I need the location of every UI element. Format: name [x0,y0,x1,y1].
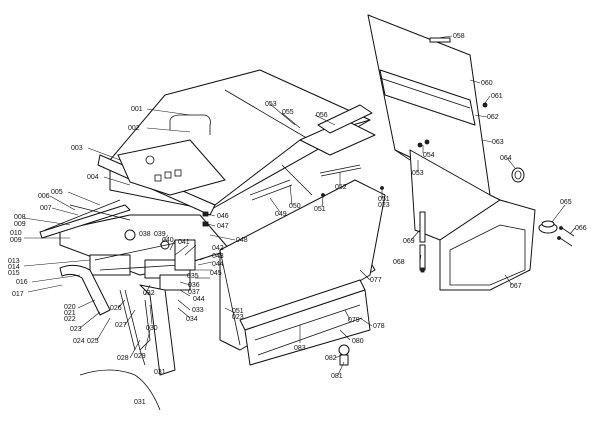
label-049: 049 [275,211,287,218]
label-002: 002 [128,125,140,132]
label-048: 048 [236,237,248,244]
label-036: 036 [188,282,200,289]
label-044b: 044 [193,296,205,303]
label-077: 077 [370,277,382,284]
knob-064 [511,167,525,183]
label-058: 058 [453,33,465,40]
label-001: 001 [131,106,143,113]
label-032: 032 [143,290,155,297]
label-031b: 031 [134,399,146,406]
label-064: 064 [500,155,512,162]
label-003: 003 [71,145,83,152]
part-labels: 001 002 003 004 005 006 007 008 009 010 … [8,33,587,406]
label-066: 066 [575,225,587,232]
label-039: 039 [154,231,166,238]
label-047: 047 [217,223,229,230]
label-081: 081 [331,373,343,380]
label-016: 016 [16,279,28,286]
bars [249,164,362,201]
label-029: 029 [134,353,146,360]
right-cabinet [409,149,536,291]
label-054: 054 [423,152,435,159]
shock-absorbers [419,211,426,273]
bottom-fitting [338,344,350,366]
label-080: 080 [352,338,364,345]
label-067: 067 [510,283,522,290]
label-063: 063 [492,139,504,146]
label-040: 040 [162,237,174,244]
label-060: 060 [481,80,493,87]
label-020: 020 [64,304,76,311]
label-045: 045 [210,270,222,277]
label-078: 078 [373,323,385,330]
label-025: 025 [87,338,99,345]
label-017: 017 [12,291,24,298]
label-009: 009 [14,221,26,228]
label-015: 015 [8,270,20,277]
label-069: 069 [403,238,415,245]
right-door [367,14,491,196]
label-028: 028 [117,355,129,362]
label-051b: 051 [378,196,390,203]
label-031a: 031 [154,369,166,376]
label-055: 055 [282,109,294,116]
label-022: 022 [64,316,76,323]
label-046: 046 [217,213,229,220]
wheel-065 [538,220,558,234]
label-014: 014 [8,264,20,271]
label-061: 061 [491,93,503,100]
label-033: 033 [192,307,204,314]
label-079: 079 [348,317,360,324]
label-038: 038 [139,231,151,238]
label-026: 026 [110,305,122,312]
label-021: 021 [64,310,76,317]
label-023c: 023 [232,314,244,321]
label-007: 007 [40,205,52,212]
label-053a: 053 [265,101,277,108]
label-053b: 053 [412,170,424,177]
control-panel [117,139,226,196]
panel-056 [299,104,376,156]
label-083: 083 [294,345,306,352]
label-006: 006 [38,193,50,200]
label-023a: 023 [70,326,82,333]
small-screws [321,102,488,197]
label-009b: 009 [10,237,22,244]
label-051a: 051 [314,206,326,213]
label-044a: 044 [212,261,224,268]
label-050: 050 [289,203,301,210]
label-042: 042 [212,245,224,252]
front-rails [39,199,131,239]
base-curve [79,369,161,411]
label-005: 005 [51,189,63,196]
label-051c: 051 [232,308,244,315]
label-004: 004 [87,174,99,181]
label-010: 010 [10,230,22,237]
label-035: 035 [187,273,199,280]
label-023b: 023 [378,202,390,209]
label-030: 030 [146,325,158,332]
support-legs [59,264,176,376]
label-027: 027 [115,322,127,329]
label-082: 082 [325,355,337,362]
label-037: 037 [188,289,200,296]
label-056: 056 [316,112,328,119]
label-052: 052 [335,184,347,191]
leader-lines [23,35,576,376]
label-065: 065 [560,199,572,206]
label-024: 024 [73,338,85,345]
label-043: 043 [212,253,224,260]
label-062: 062 [487,114,499,121]
label-008: 008 [14,214,26,221]
label-041: 041 [178,239,190,246]
bolts-066 [557,226,575,247]
label-013: 013 [8,258,20,265]
label-068: 068 [393,259,405,266]
label-034: 034 [186,316,198,323]
